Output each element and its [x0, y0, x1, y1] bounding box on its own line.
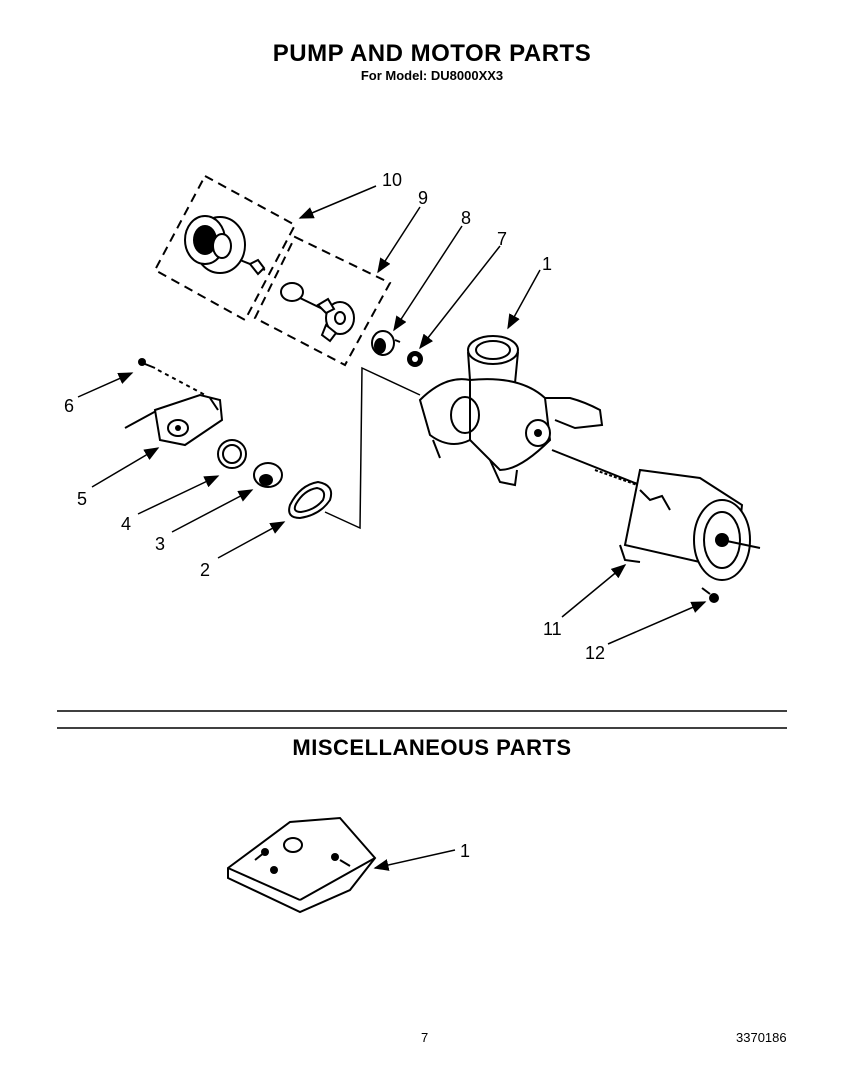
part-11-motor [551, 449, 761, 581]
part-2-gasket [288, 480, 333, 520]
part-4-ring [217, 439, 247, 469]
callout-10: 10 [382, 170, 402, 190]
page-title: PUMP AND MOTOR PARTS [272, 40, 592, 67]
callout-7: 7 [497, 229, 507, 249]
callout-12: 12 [585, 643, 605, 663]
callout-4: 4 [121, 514, 131, 534]
misc-callout-1: 1 [460, 841, 470, 861]
misc-part-1-hardware-bag [227, 816, 377, 914]
part-10-impeller-assembly [153, 174, 297, 322]
callout-1: 1 [542, 254, 552, 274]
callout-6: 6 [64, 396, 74, 416]
page-number: 7 [421, 1030, 429, 1045]
part-7-washer [407, 351, 423, 367]
callout-5: 5 [77, 489, 87, 509]
callout-8: 8 [461, 208, 471, 228]
model-subtitle: For Model: DU8000XX3 [360, 68, 504, 83]
part-1-pump-housing [418, 335, 604, 487]
callout-labels: 10 9 8 7 1 6 5 4 3 2 11 12 1 [64, 170, 605, 861]
callout-leaders [77, 185, 707, 871]
part-8-seal [371, 330, 401, 356]
part-9-shaft-assembly [253, 235, 392, 367]
part-6-screw [138, 358, 206, 396]
callout-9: 9 [418, 188, 428, 208]
document-number: 3370186 [736, 1030, 787, 1045]
misc-section-title: MISCELLANEOUS PARTS [292, 735, 572, 760]
part-3-valve [253, 462, 283, 488]
callout-2: 2 [200, 560, 210, 580]
callout-11: 11 [543, 619, 562, 639]
part-5-pump-cover [124, 393, 224, 447]
part-12-screw [701, 587, 719, 603]
callout-3: 3 [155, 534, 165, 554]
